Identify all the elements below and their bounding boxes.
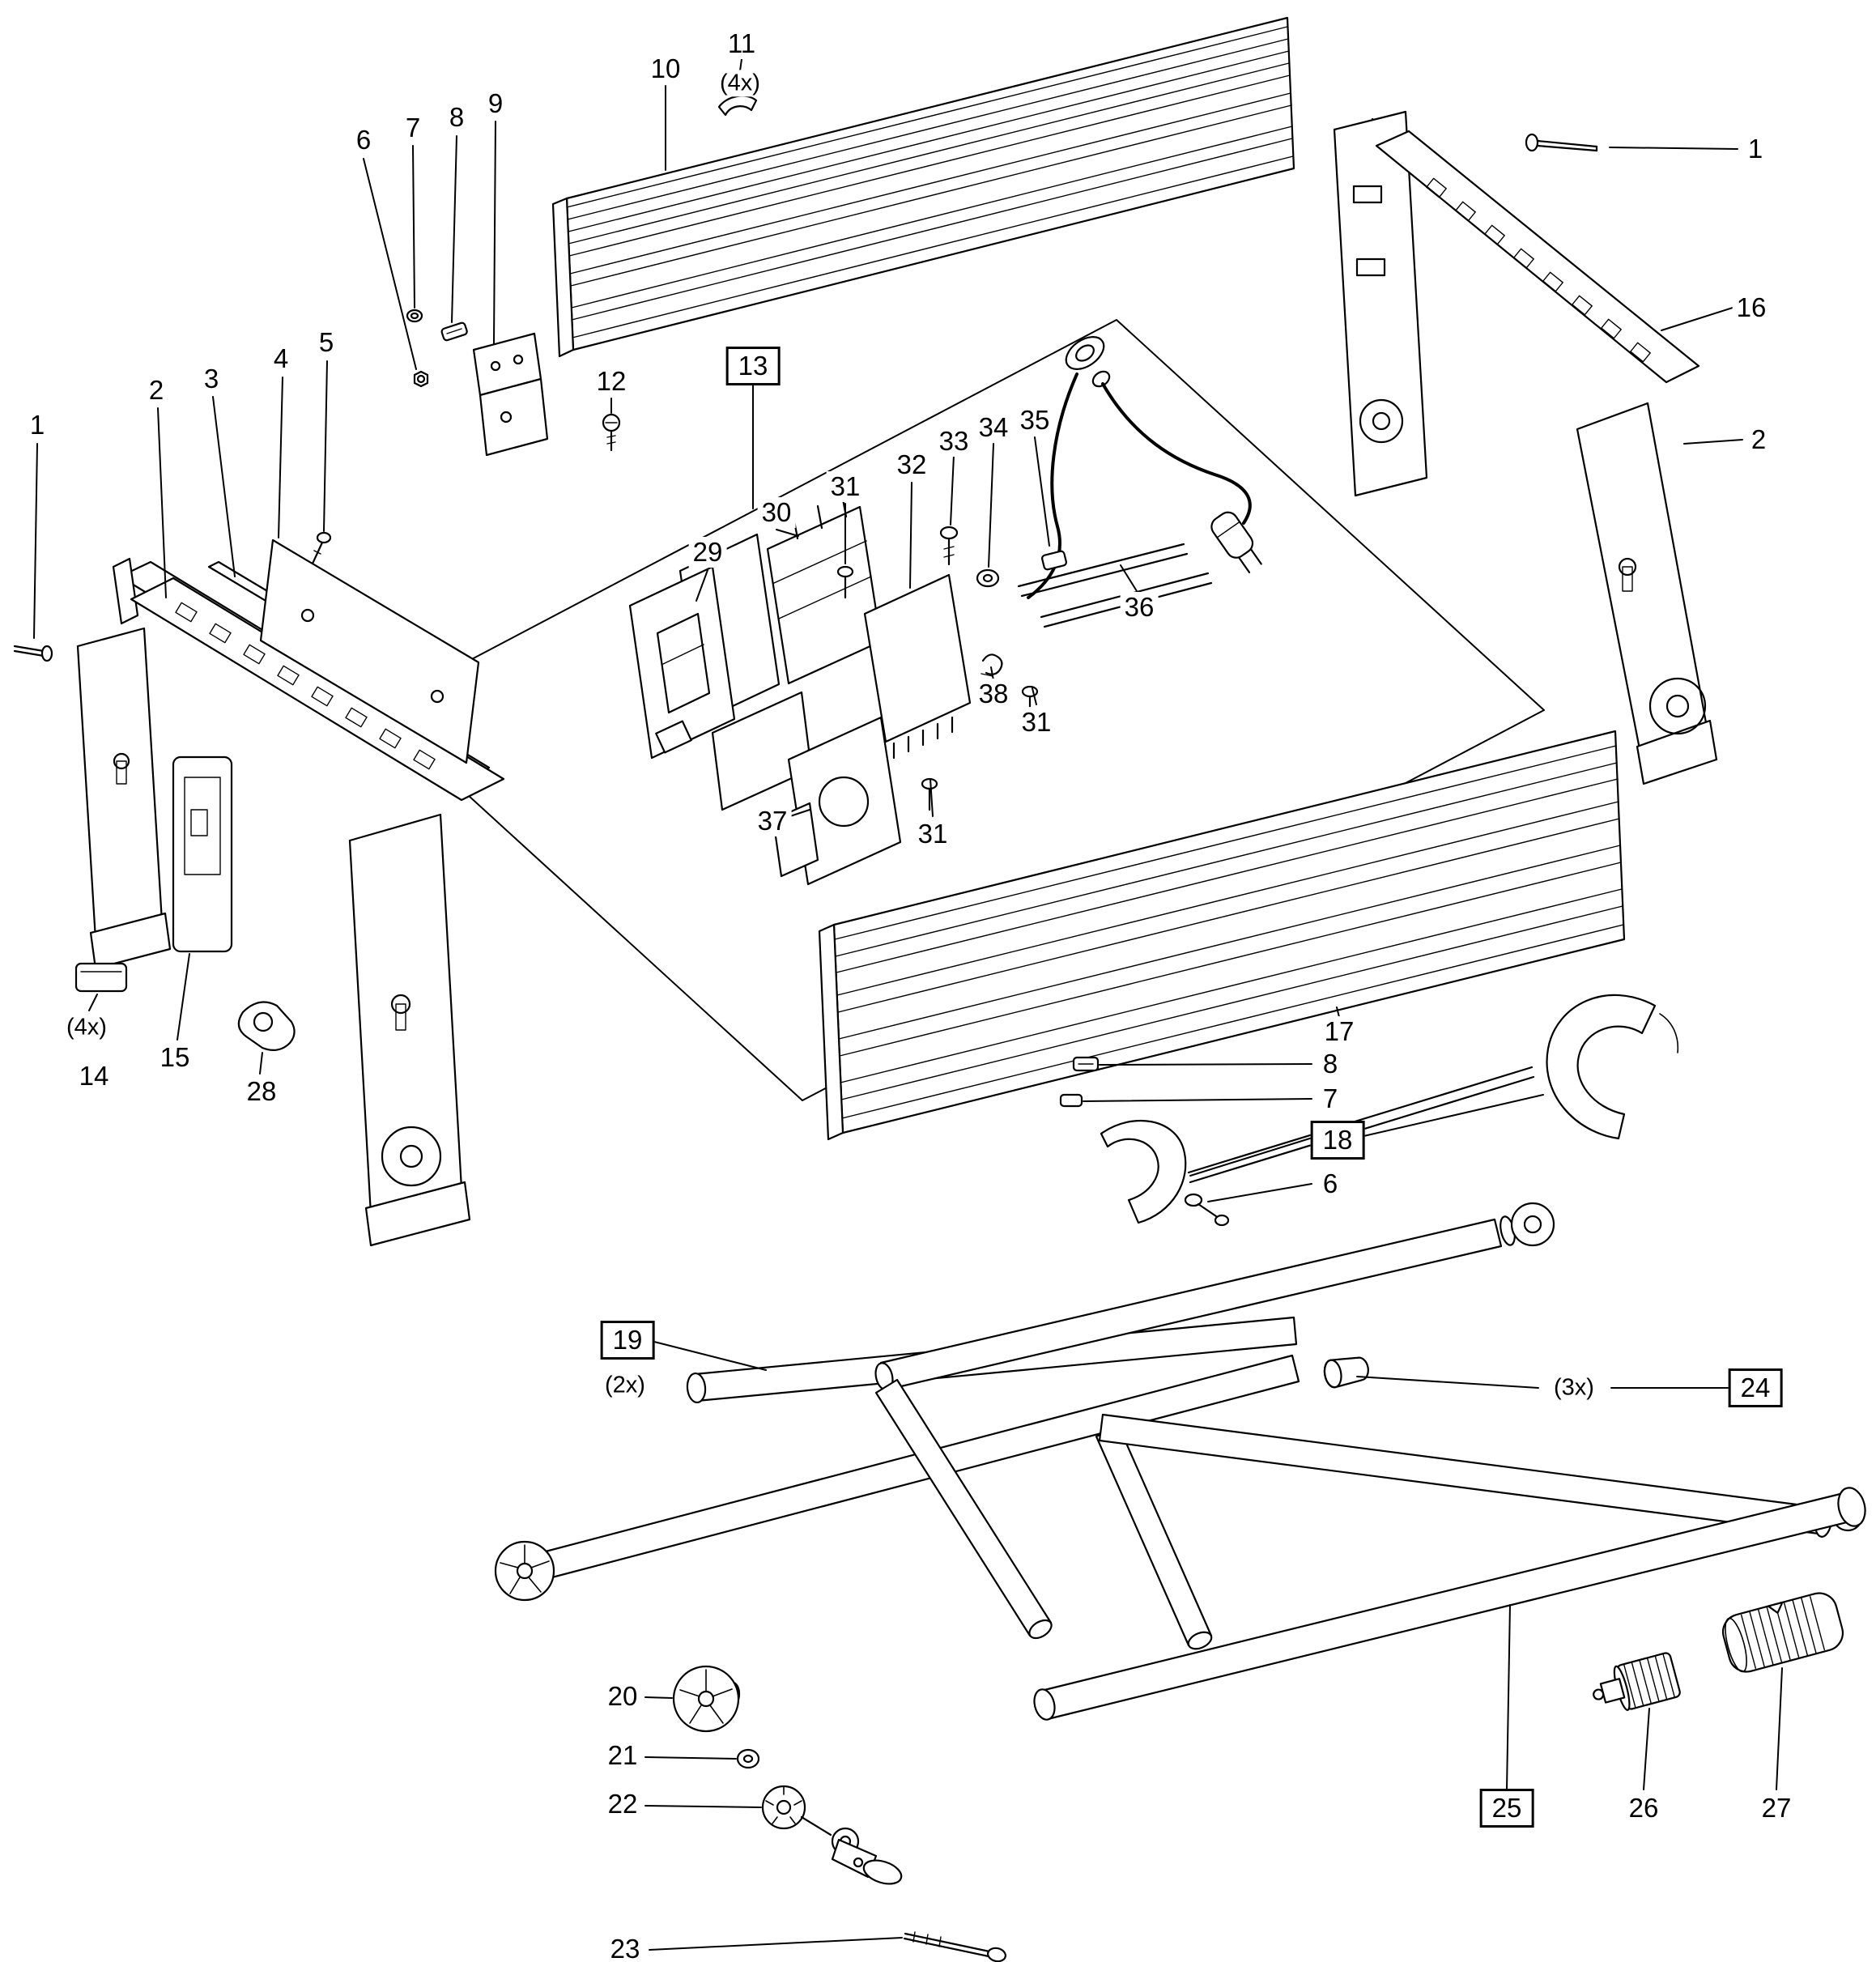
part-2-right-leg-frame	[1333, 110, 1718, 785]
part-21-ring	[736, 1748, 760, 1769]
part-12-screw	[602, 413, 621, 452]
part-14-pad	[74, 962, 128, 993]
part-30-contact-block	[766, 493, 883, 685]
part-8-clip-mid	[1072, 1056, 1100, 1072]
part-24-sleeve	[1323, 1356, 1369, 1389]
part-34-washer	[976, 568, 1000, 588]
part-6-screw-mid	[1184, 1193, 1230, 1227]
part-38-clip	[981, 653, 1003, 677]
part-22-knob-assembly	[761, 1785, 903, 1885]
part-10-profile-rail	[551, 16, 1295, 358]
part-18-hooks	[1100, 994, 1679, 1224]
part-29-switch	[628, 533, 813, 811]
left-front-leg	[76, 627, 172, 970]
leader-lines	[33, 58, 1783, 1951]
part-35-sleeve	[1040, 550, 1068, 571]
left-rear-leg	[348, 813, 471, 1247]
part-5-screw	[311, 531, 332, 565]
part-8-clip	[440, 321, 468, 342]
part-11-clip	[717, 95, 758, 117]
part-20-wheel	[672, 1665, 741, 1733]
part-28-clamp	[237, 1001, 296, 1052]
part-7-clip-mid	[1059, 1093, 1083, 1108]
part-1-screw-left	[13, 645, 53, 662]
part-7-washer	[406, 309, 423, 323]
part-33-screw	[939, 526, 959, 566]
part-27-grip	[1721, 1592, 1844, 1673]
part-36-power-cable	[1017, 336, 1262, 628]
part-32-relay	[863, 573, 972, 760]
part-2-left-rail	[112, 557, 505, 802]
plug	[1210, 511, 1262, 573]
part-4-plate	[259, 538, 480, 764]
part-23-bolt	[903, 1931, 1006, 1962]
part-26-knob	[1593, 1652, 1681, 1711]
part-17-profile-rail	[818, 730, 1626, 1141]
part-1-screw-right	[1525, 133, 1598, 152]
part-15-channel	[172, 755, 233, 953]
part-9-bracket	[472, 332, 549, 457]
part-13-switch-assembly-area	[374, 319, 1545, 1101]
legs-tube-frame	[494, 1202, 1866, 1721]
part-6-nut	[413, 370, 429, 388]
